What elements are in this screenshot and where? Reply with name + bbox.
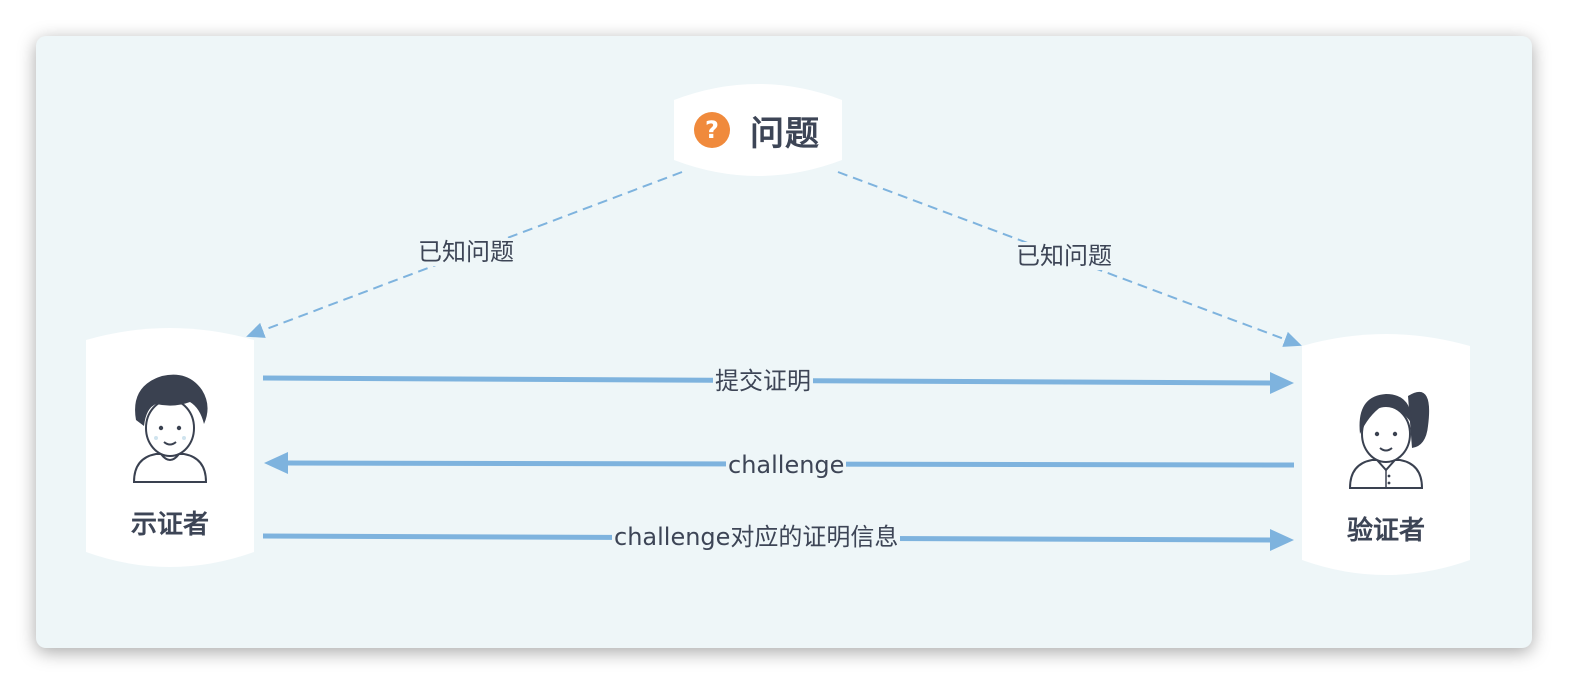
edge-label-right: 已知问题	[1014, 242, 1114, 270]
problem-label: 问题	[750, 114, 820, 154]
male-avatar-icon	[132, 374, 208, 483]
female-avatar-icon	[1348, 391, 1430, 489]
edge-label-left: 已知问题	[416, 238, 516, 266]
verifier-label: 验证者	[1346, 516, 1425, 546]
message-label-challenge: challenge	[726, 451, 847, 479]
question-icon: ?	[694, 112, 730, 148]
message-label-challenge-proof: challenge对应的证明信息	[612, 523, 901, 551]
prover-label: 示证者	[130, 510, 209, 540]
problem-node	[674, 84, 842, 176]
message-label-submit-proof: 提交证明	[713, 367, 813, 395]
